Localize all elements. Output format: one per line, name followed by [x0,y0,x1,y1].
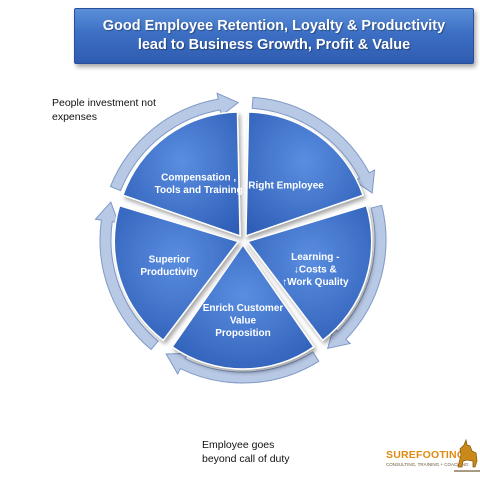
cycle-arrow [109,92,240,192]
segment-compensation [122,111,241,238]
note-bottom-line-1: Employee goes [202,439,275,451]
segment-right-employee [245,111,364,238]
segment-label-right-employee: Right Employee [248,180,324,191]
cycle-arrow [94,201,159,351]
surefooting-logo: SUREFOOTING CONSULTING, TRAINING + COACH… [386,438,480,477]
note-bottom-line-2: beyond call of duty [202,453,290,465]
segment-enrich-customer [171,243,315,370]
cycle-arrow [165,351,320,384]
segment-learning [246,204,373,342]
goat-icon [454,438,480,472]
segment-label-learning: Learning -↓Costs &↑Work Quality [282,252,349,288]
note-top-line-2: expenses [52,111,97,123]
segment-superior-productivity [113,204,240,342]
cycle-arrow [251,96,376,194]
segment-label-compensation: Compensation ,Tools and Training [155,173,243,197]
note-beyond-duty: Employee goes beyond call of duty [202,438,322,466]
note-top-line-1: People investment not [52,97,156,109]
title-line-2: lead to Business Growth, Profit & Value [137,37,411,53]
title-line-1: Good Employee Retention, Loyalty & Produ… [102,18,446,34]
title-banner: Good Employee Retention, Loyalty & Produ… [74,8,474,64]
cycle-arrow [326,204,387,350]
note-people-investment: People investment not expenses [52,96,202,124]
logo-tagline: CONSULTING, TRAINING + COACHING [386,462,469,467]
logo-name: SUREFOOTING [386,449,466,461]
